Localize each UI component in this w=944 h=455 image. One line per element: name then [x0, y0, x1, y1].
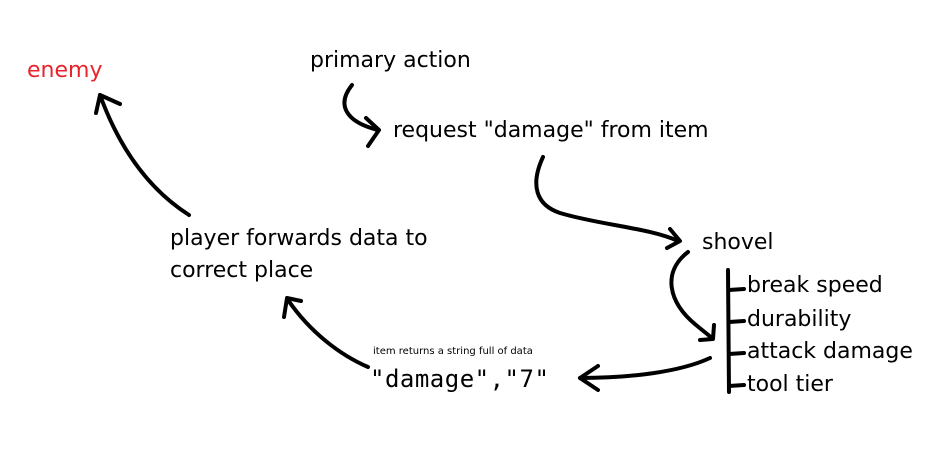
arrowhead-shovel-to-attack — [698, 323, 716, 342]
arrowhead-request-to-shovel — [665, 227, 682, 250]
item-returns-note: item returns a string full of data — [373, 346, 533, 357]
property-tool-tier: tool tier — [747, 372, 833, 397]
enemy-label: enemy — [27, 58, 103, 83]
shovel-label: shovel — [702, 230, 774, 255]
arrowhead-attack-to-string — [578, 364, 600, 392]
arrowhead-string-to-player — [282, 296, 303, 319]
arrow-attack-to-string — [578, 356, 712, 380]
arrow-request-to-shovel — [534, 155, 680, 243]
tick-durability — [727, 319, 746, 324]
tick-tool-tier — [727, 383, 746, 388]
arrow-string-to-player — [286, 298, 370, 369]
arrowhead-primary-to-request — [364, 116, 381, 148]
arrow-player-to-enemy — [98, 93, 191, 217]
arrowhead-player-to-enemy — [94, 93, 122, 115]
arrow-shovel-to-attack — [669, 250, 714, 340]
primary-action-label: primary action — [310, 48, 471, 73]
tick-break-speed — [727, 287, 746, 292]
player-forwards-line2: correct place — [170, 258, 314, 283]
property-attack-damage: attack damage — [747, 339, 913, 364]
property-break-speed: break speed — [747, 273, 883, 298]
player-forwards-line1: player forwards data to — [170, 226, 428, 251]
data-string-label: "damage","7" — [370, 365, 550, 393]
property-durability: durability — [747, 307, 852, 332]
request-damage-label: request "damage" from item — [393, 118, 709, 143]
arrow-primary-to-request — [342, 83, 380, 132]
tick-attack-damage — [727, 351, 746, 356]
